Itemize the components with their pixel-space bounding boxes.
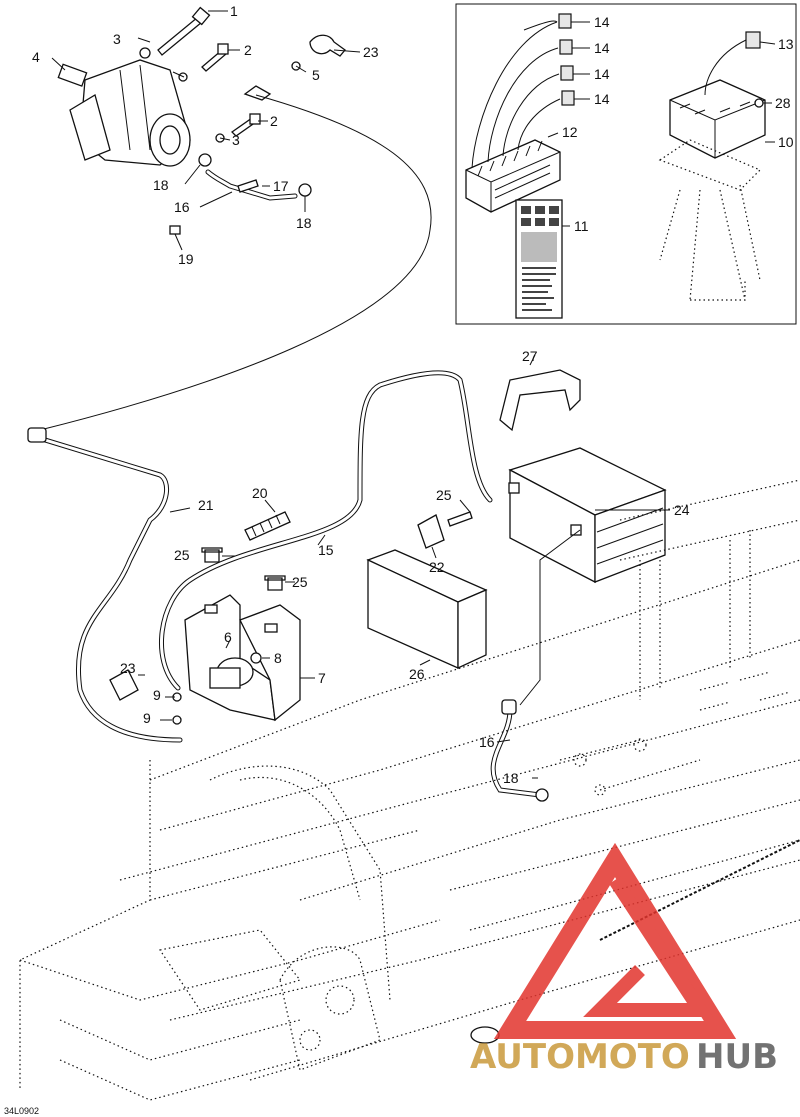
battery-pad-26 [366,549,488,670]
callout-18: 18 [153,177,169,193]
callout-7: 7 [318,670,326,686]
callout-labels: 1 2 2 3 3 4 5 23 18 17 16 18 19 14 14 14… [4,3,794,1116]
callout-18: 18 [296,215,312,231]
callout-26: 26 [409,666,425,682]
fuse-box-inset [455,3,797,325]
callout-17: 17 [273,178,289,194]
terminal-boot-22 [417,514,445,549]
callout-16: 16 [479,734,495,750]
callout-18: 18 [503,770,519,786]
solenoid-bracket-7 [184,594,301,722]
ground-cable-part [205,169,298,201]
callout-12: 12 [562,124,578,140]
callout-22: 22 [429,559,445,575]
ground-cable-16 [490,699,549,802]
rubber-cap-25 [201,547,223,563]
callout-25: 25 [436,487,452,503]
vehicle-frame [19,479,800,1101]
callout-9: 9 [143,710,151,726]
callout-2: 2 [270,113,278,129]
callout-20: 20 [252,485,268,501]
solenoid-6 [209,652,262,689]
fuse-holder-bracket [658,79,766,301]
callout-14: 14 [594,66,610,82]
callout-14: 14 [594,40,610,56]
callout-6: 6 [224,629,232,645]
callout-5: 5 [312,67,320,83]
callout-4: 4 [32,49,40,65]
screw-part [169,225,181,235]
callout-19: 19 [178,251,194,267]
battery-bolt-25 [447,511,473,527]
callout-3: 3 [113,31,121,47]
starter-motor [57,59,191,167]
star-washer-part [198,153,212,167]
star-washer-part [298,183,312,197]
battery-24 [508,447,667,584]
callout-8: 8 [274,650,282,666]
nut-part [754,98,764,108]
fuse-block-part [465,139,561,213]
watermark-text-hub: HUB [696,1037,778,1077]
callout-16: 16 [174,199,190,215]
callout-27: 27 [522,348,538,364]
battery-strap-27 [499,369,581,432]
callout-23: 23 [363,44,379,60]
protective-sleeve-20 [244,511,291,541]
fuse-label-sheet [515,199,563,319]
callout-25: 25 [174,547,190,563]
fuse-puller-part [745,31,761,49]
washer-part [139,47,151,59]
callout-13: 13 [778,36,794,52]
callout-23: 23 [120,660,136,676]
nut-part-9 [172,715,182,725]
callout-14: 14 [594,91,610,107]
bolt-part-1 [157,6,211,56]
callout-21: 21 [198,497,214,513]
drawing-code: 34L0902 [4,1106,39,1116]
callout-9: 9 [153,687,161,703]
terminal-cover-part [309,34,346,57]
watermark-text-automoto: AUTOMOTO [470,1037,690,1077]
automotohub-watermark-logo: AUTOMOTO HUB [470,842,778,1077]
callout-10: 10 [778,134,794,150]
rubber-cap-25 [264,575,286,591]
callout-24: 24 [674,502,690,518]
leader-lines [51,10,776,779]
starter-cable-21 [27,427,183,743]
callout-15: 15 [318,542,334,558]
callout-2: 2 [244,42,252,58]
bolt-part [237,179,259,193]
cable-terminal-part [243,85,272,101]
callout-11: 11 [574,218,589,234]
callout-25: 25 [292,574,308,590]
terminal-boot-23 [109,669,139,701]
bolt-part-2 [201,43,261,137]
callout-28: 28 [775,95,791,111]
battery-cable-15 [158,370,493,691]
callout-1: 1 [230,3,238,19]
callout-14: 14 [594,14,610,30]
callout-3: 3 [232,132,240,148]
fuse-parts [558,13,575,106]
